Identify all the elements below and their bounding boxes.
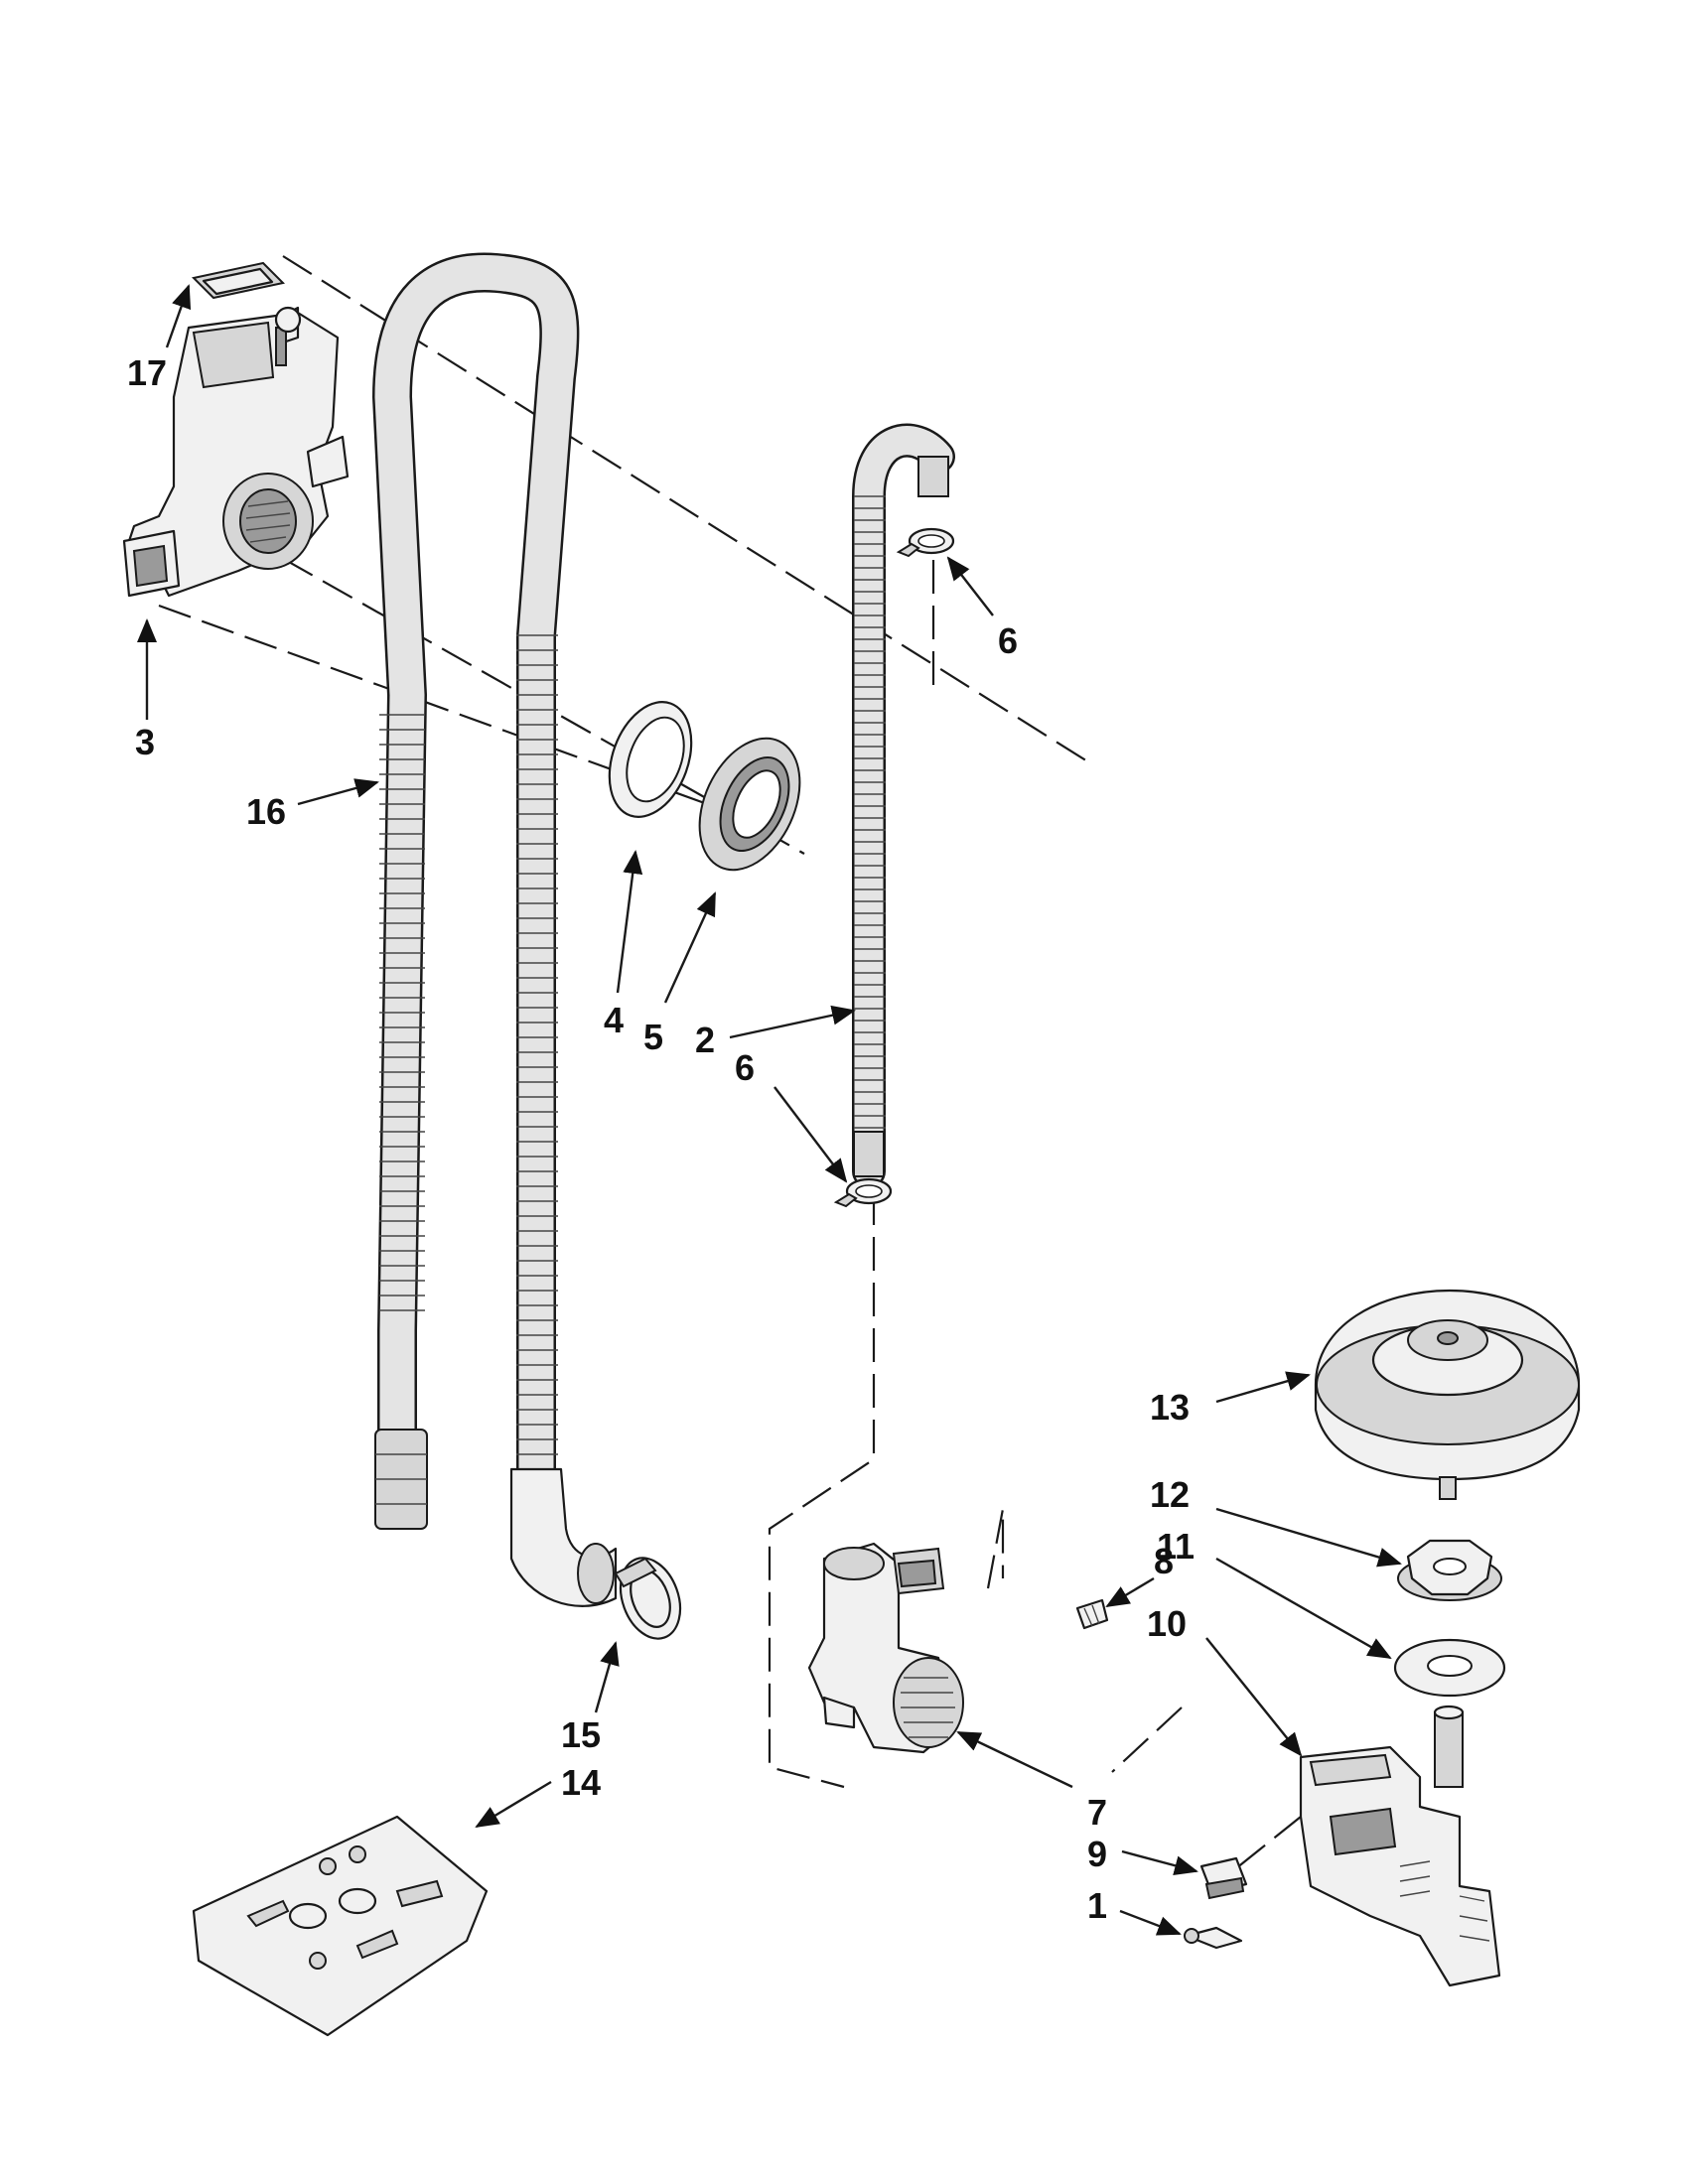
callout-15: 15 xyxy=(561,1714,601,1755)
part-10-switch-bracket xyxy=(1299,1705,1501,1987)
part-17-cap xyxy=(191,261,286,300)
assembly-dashed-lines xyxy=(158,255,1302,1877)
part-13-float xyxy=(1314,1289,1581,1500)
part-15-hose-clamp xyxy=(614,1557,682,1640)
callout-11: 11 xyxy=(1157,1526,1195,1567)
part-1-actuator xyxy=(1184,1926,1243,1950)
part-2-drain-hose xyxy=(852,423,955,1188)
callout-1: 1 xyxy=(1087,1885,1107,1926)
callout-13: 13 xyxy=(1150,1387,1190,1428)
part-5-nut xyxy=(698,737,801,872)
leader-arrows xyxy=(137,284,1402,1936)
part-12-hex-nut xyxy=(1397,1539,1502,1601)
part-16-fill-hose xyxy=(372,252,618,1607)
callout-16: 16 xyxy=(246,791,286,832)
callout-labels: 17 3 16 4 5 2 6 6 7 8 9 1 10 11 12 13 15… xyxy=(127,352,1195,1926)
callout-2: 2 xyxy=(695,1020,715,1060)
callout-8: 8 xyxy=(1154,1541,1174,1581)
part-7-inlet-valve xyxy=(807,1542,964,1754)
part-4-gasket xyxy=(608,701,693,818)
callout-10: 10 xyxy=(1147,1603,1187,1644)
callout-7: 7 xyxy=(1087,1792,1107,1833)
callout-17: 17 xyxy=(127,352,167,393)
part-9-micro-switch xyxy=(1199,1856,1248,1900)
part-11-washer xyxy=(1393,1638,1506,1698)
callout-9: 9 xyxy=(1087,1834,1107,1874)
callout-6-upper: 6 xyxy=(998,620,1018,661)
callout-4: 4 xyxy=(604,1000,624,1040)
callout-3: 3 xyxy=(135,722,155,762)
part-3-vent-housing xyxy=(122,306,350,598)
callout-14: 14 xyxy=(561,1762,601,1803)
part-6-clamp-lower xyxy=(833,1177,893,1208)
callout-6-lower: 6 xyxy=(735,1047,755,1088)
callout-12: 12 xyxy=(1150,1474,1190,1515)
callout-5: 5 xyxy=(643,1017,663,1057)
part-6-clamp-upper xyxy=(896,527,955,558)
part-8-screw xyxy=(1075,1598,1109,1630)
part-14-hardware-bag xyxy=(192,1815,489,2037)
